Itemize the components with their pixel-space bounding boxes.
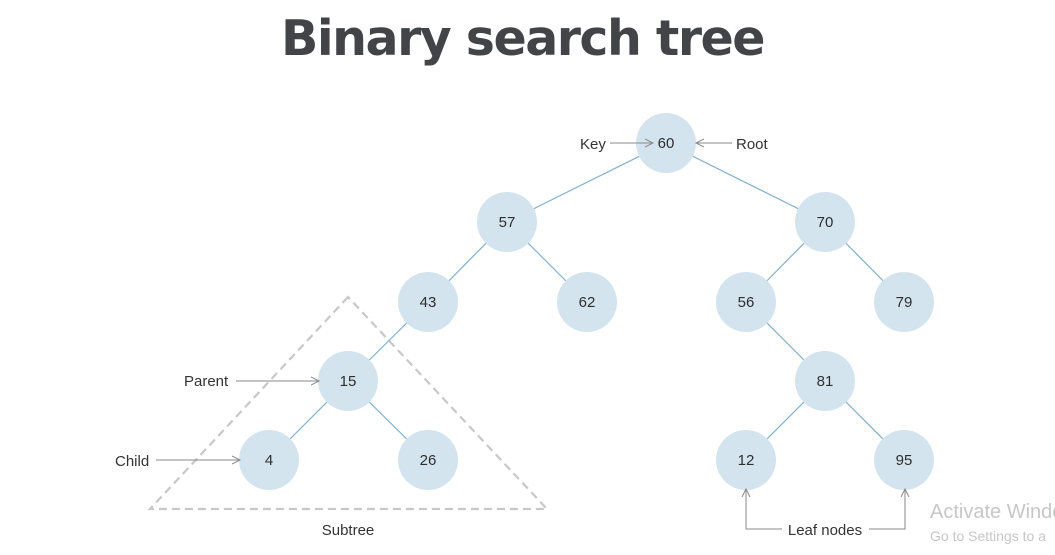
leaf-nodes-bracket-left <box>746 489 782 530</box>
node-value: 81 <box>817 373 834 390</box>
tree-node-15: 15 <box>318 351 378 411</box>
node-value: 26 <box>420 452 437 469</box>
node-circle <box>557 272 617 332</box>
activate-windows-subtext: Go to Settings to a <box>930 528 1046 544</box>
node-circle <box>716 272 776 332</box>
node-circle <box>874 272 934 332</box>
tree-node-95: 95 <box>874 430 934 490</box>
node-circle <box>795 192 855 252</box>
node-circle <box>874 430 934 490</box>
node-value: 4 <box>265 452 273 469</box>
node-circle <box>716 430 776 490</box>
leaf-nodes-bracket-right <box>869 489 905 530</box>
tree-node-4: 4 <box>239 430 299 490</box>
node-value: 56 <box>738 294 755 311</box>
nodes-layer: 60 57 70 43 62 56 79 15 81 4 26 12 95 <box>239 113 934 490</box>
tree-node-79: 79 <box>874 272 934 332</box>
tree-node-43: 43 <box>398 272 458 332</box>
subtree-outline <box>147 295 550 511</box>
tree-node-57: 57 <box>477 192 537 252</box>
tree-node-26: 26 <box>398 430 458 490</box>
node-value: 79 <box>896 294 913 311</box>
key-label: Key <box>580 136 606 153</box>
node-value: 60 <box>658 135 675 152</box>
tree-node-60: 60 <box>636 113 696 173</box>
node-circle <box>477 192 537 252</box>
tree-node-62: 62 <box>557 272 617 332</box>
node-value: 57 <box>499 214 516 231</box>
node-circle <box>318 351 378 411</box>
tree-node-56: 56 <box>716 272 776 332</box>
tree-node-81: 81 <box>795 351 855 411</box>
node-value: 62 <box>579 294 596 311</box>
node-circle <box>636 113 696 173</box>
activate-windows-watermark: Activate Windo <box>930 501 1055 523</box>
parent-label: Parent <box>184 373 229 390</box>
root-label: Root <box>736 136 769 153</box>
tree-node-12: 12 <box>716 430 776 490</box>
node-value: 95 <box>896 452 913 469</box>
node-circle <box>795 351 855 411</box>
node-value: 70 <box>817 214 834 231</box>
node-value: 12 <box>738 452 755 469</box>
node-value: 43 <box>420 294 437 311</box>
child-label: Child <box>115 453 149 470</box>
node-circle <box>398 430 458 490</box>
diagram-title: Binary search tree <box>281 10 765 67</box>
tree-node-70: 70 <box>795 192 855 252</box>
subtree-label: Subtree <box>322 522 375 539</box>
node-circle <box>239 430 299 490</box>
node-value: 15 <box>340 373 357 390</box>
leaf-nodes-label: Leaf nodes <box>788 522 862 539</box>
node-circle <box>398 272 458 332</box>
